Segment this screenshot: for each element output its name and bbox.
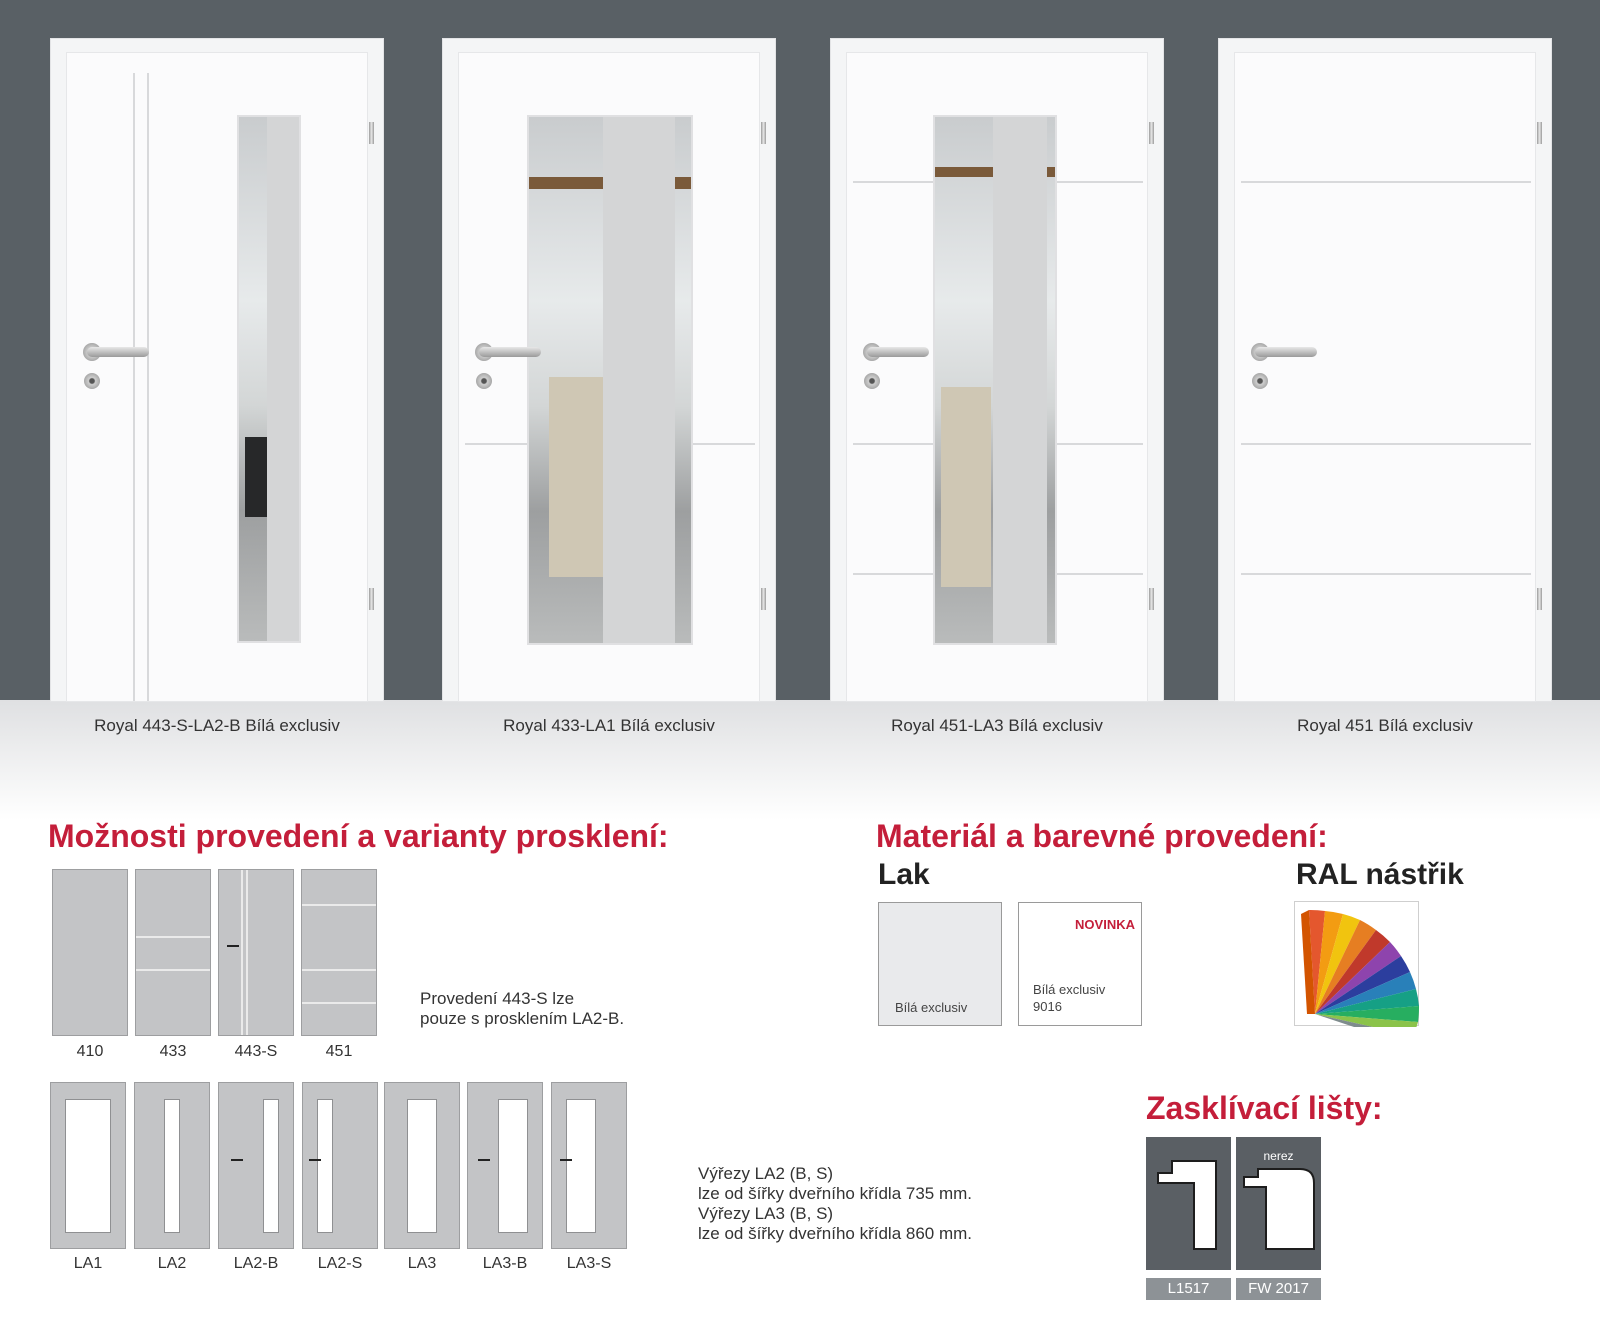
door-leaf [846,52,1148,702]
glass-panel [933,115,1057,645]
glass-panel [237,115,301,643]
groove-line [147,73,149,701]
options-heading: Možnosti provedení a varianty prosklení: [48,818,669,854]
door-handle [479,347,541,357]
ral-heading: RAL nástřik [1296,858,1464,891]
hinge [1149,588,1154,610]
door-leaf [1234,52,1536,702]
profile-code: L1517 [1146,1278,1231,1300]
door-leaf [458,52,760,702]
leaf-variant-label: 410 [76,1043,104,1060]
keyhole-icon [84,373,100,389]
leaf-variant-410 [52,869,128,1036]
glazing-heading: Zasklívací lišty: [1146,1090,1383,1126]
glass-panel [527,115,693,645]
glass-variant-label: LA3 [407,1255,437,1272]
hinge [1537,122,1542,144]
keyhole-icon [864,373,880,389]
glass-variant-label: LA3-B [482,1255,528,1272]
leaf-variant-433 [135,869,211,1036]
profile-code: FW 2017 [1236,1278,1321,1300]
groove-line [1241,443,1531,445]
glass-variant-la2-b [218,1082,294,1249]
door-handle [867,347,929,357]
groove-line [1241,573,1531,575]
door-caption: Royal 443-S-LA2-B Bílá exclusiv [94,716,340,735]
novinka-badge: NOVINKA [1075,917,1135,932]
floor-reflection [0,700,1600,820]
glass-variant-la1 [50,1082,126,1249]
glass-variant-la3 [384,1082,460,1249]
profile-material: nerez [1263,1149,1294,1163]
hinge [1537,588,1542,610]
profile-l1517-icon [1146,1137,1231,1270]
glass-variant-label: LA2-B [233,1255,279,1272]
keyhole-icon [476,373,492,389]
door-handle [1255,347,1317,357]
hinge [761,588,766,610]
glass-variant-label: LA2 [157,1255,187,1272]
swatch-bila-exclusiv-9016: NOVINKA Bílá exclusiv 9016 [1018,902,1142,1026]
leaf-variant-label: 451 [325,1043,353,1060]
swatch-label: Bílá exclusiv [895,1000,968,1015]
ral-fan-icon [1294,901,1420,1044]
door-leaf [66,52,368,702]
leaf-variant-label: 433 [159,1043,187,1060]
door-caption: Royal 451-LA3 Bílá exclusiv [891,716,1103,735]
leaf-variant-451 [301,869,377,1036]
glass-variant-la3-b [467,1082,543,1249]
glass-variant-label: LA1 [73,1255,103,1272]
groove-line [1241,181,1531,183]
swatch-label: Bílá exclusiv 9016 [1033,982,1106,1014]
groove-line [133,73,135,701]
glass-variant-label: LA3-S [566,1255,612,1272]
swatch-bila-exclusiv: Bílá exclusiv [878,902,1002,1026]
door-handle [87,347,149,357]
glass-variant-la2 [134,1082,210,1249]
glass-variant-label: LA2-S [317,1255,363,1272]
hinge [369,122,374,144]
glass-variant-la2-s [302,1082,378,1249]
door-caption: Royal 433-LA1 Bílá exclusiv [503,716,715,735]
leaf-variant-label: 443-S [234,1043,278,1060]
profile-fw2017-icon: nerez [1236,1137,1321,1270]
lak-heading: Lak [878,858,930,891]
leaf-note: Provedení 443-S lze pouze s prosklením L… [420,989,625,1028]
hinge [1149,122,1154,144]
keyhole-icon [1252,373,1268,389]
door-caption: Royal 451 Bílá exclusiv [1297,716,1473,735]
glass-variant-la3-s [551,1082,627,1249]
leaf-variant-443-s [218,869,294,1036]
glass-note: Výřezy LA2 (B, S) lze od šířky dveřního … [698,1164,973,1243]
material-heading: Materiál a barevné provedení: [876,818,1328,854]
hinge [761,122,766,144]
hinge [369,588,374,610]
